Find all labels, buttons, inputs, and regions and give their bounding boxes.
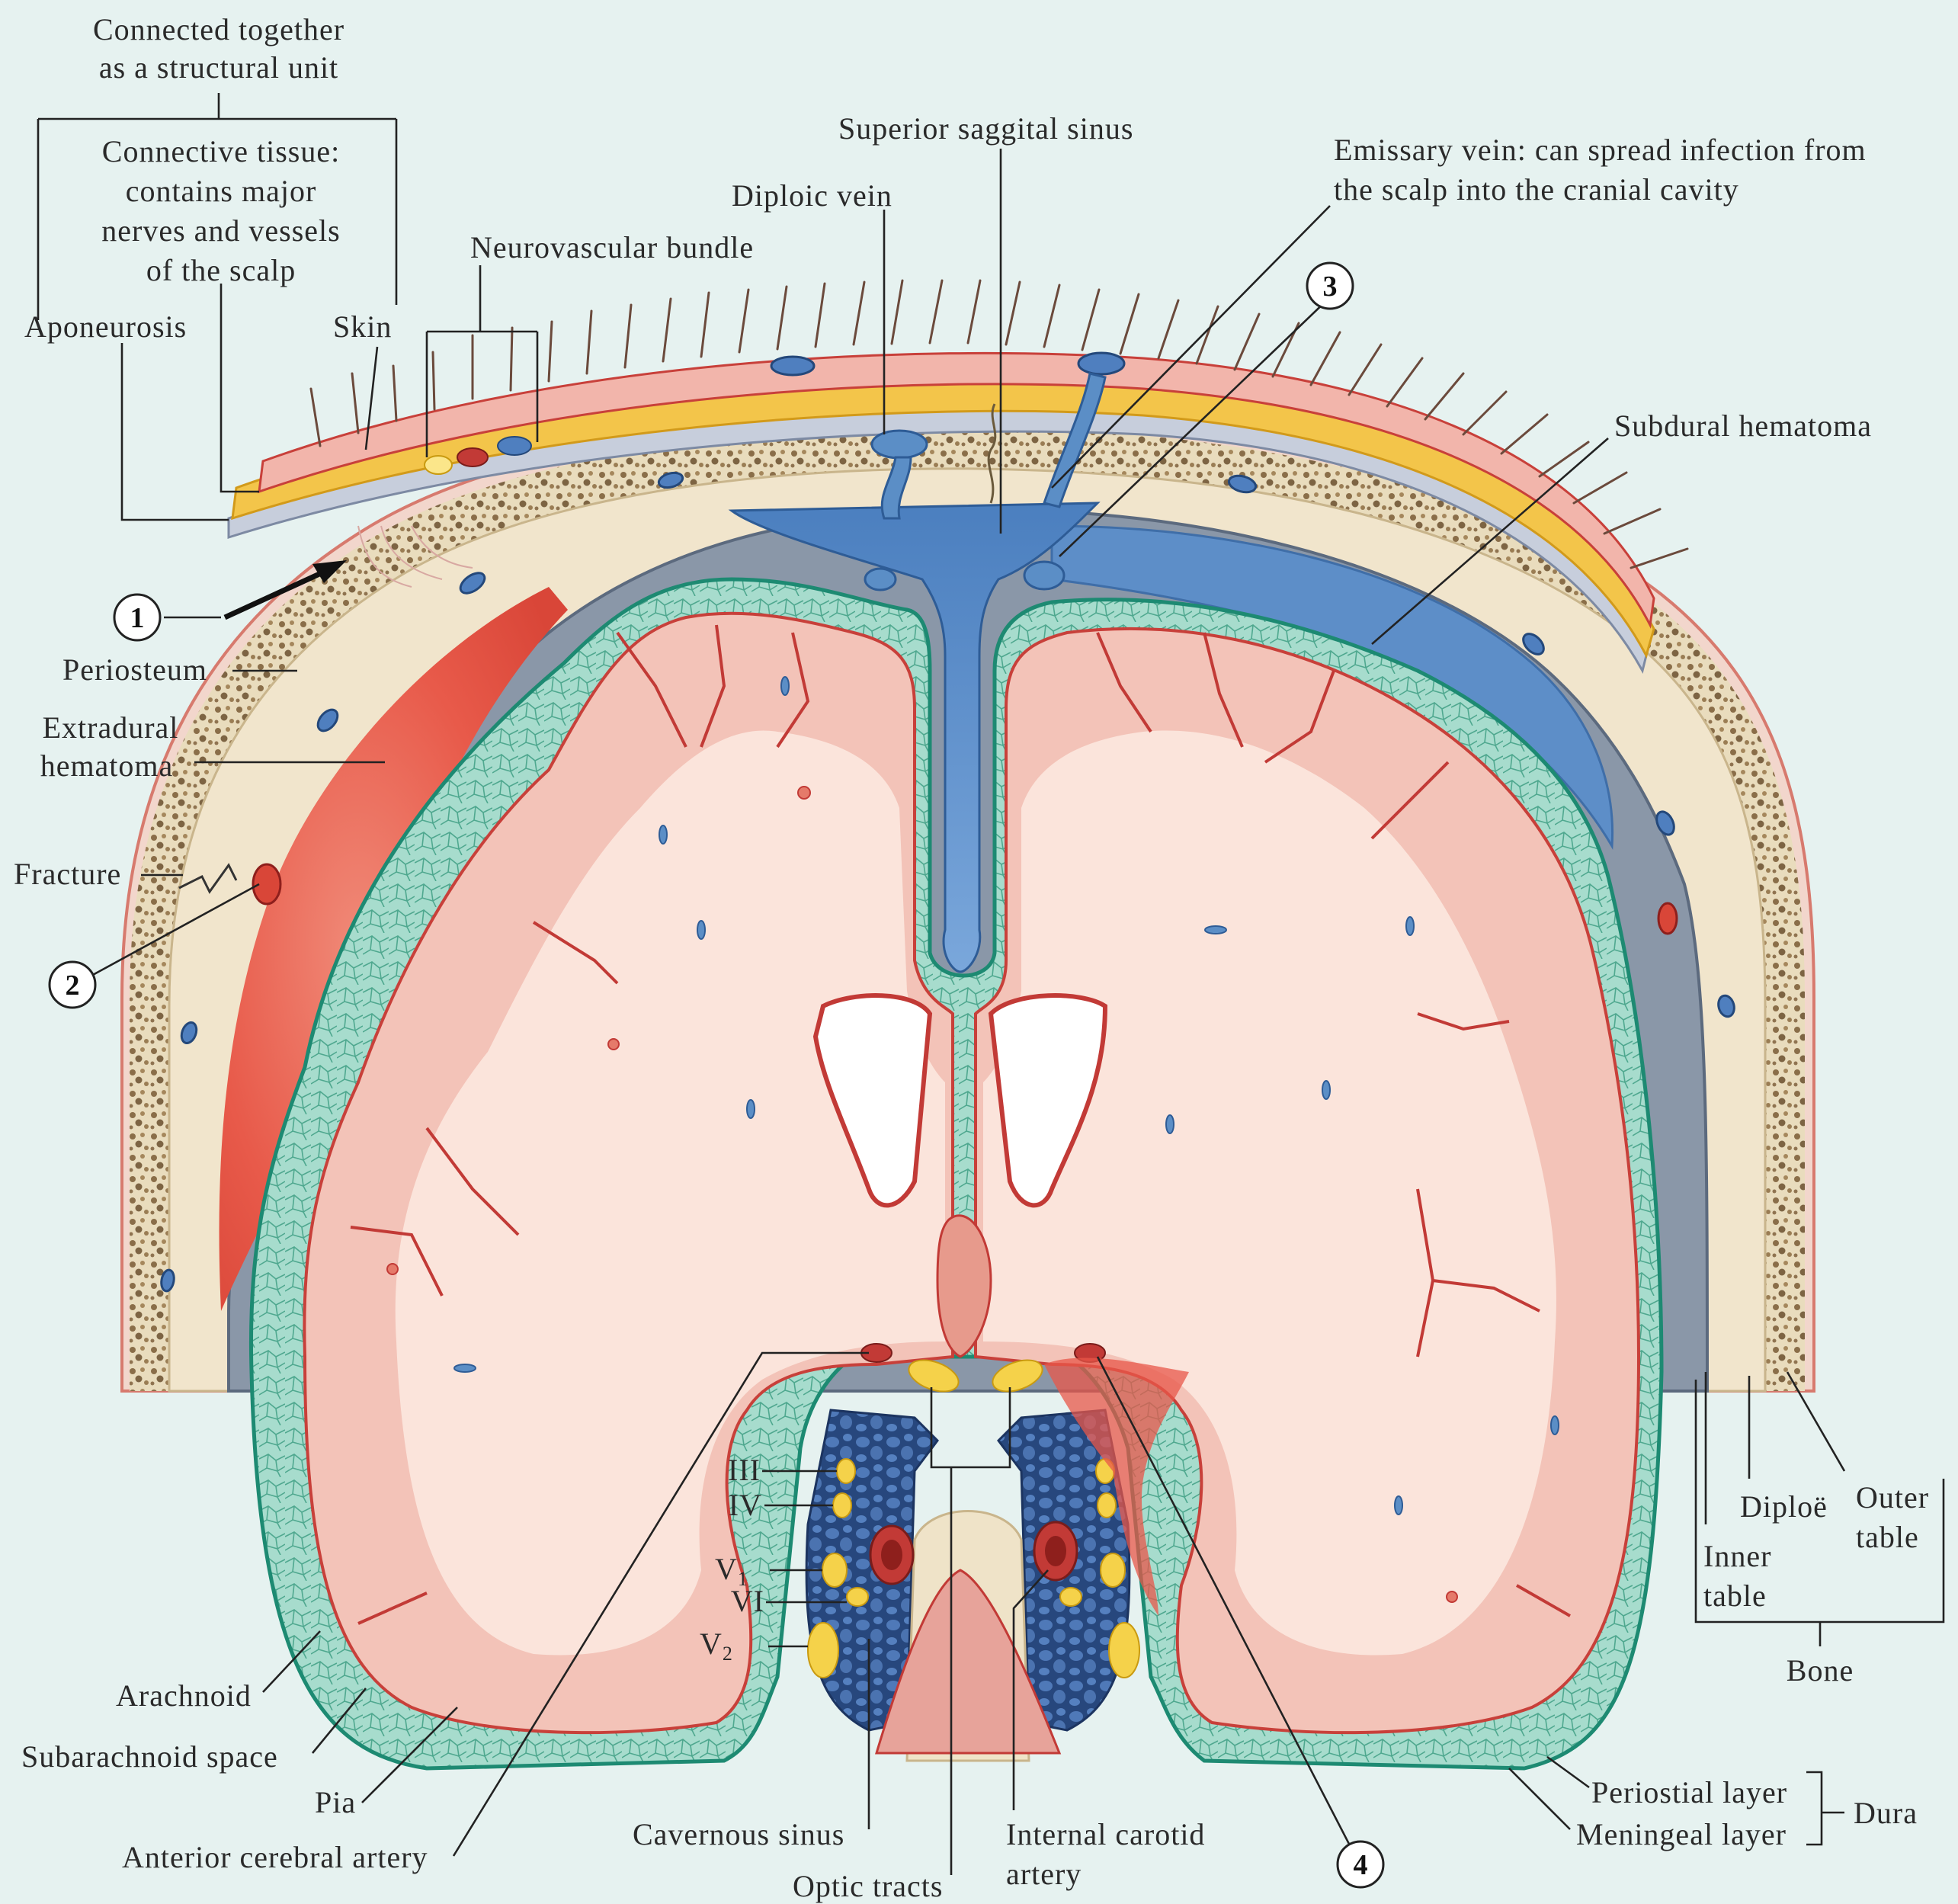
label-inner-table-2: table [1703, 1579, 1767, 1613]
label-periostial-layer: Periostial layer [1591, 1775, 1787, 1809]
svg-text:1: 1 [130, 602, 145, 634]
label-connected-2: as a structural unit [99, 50, 338, 85]
label-meningeal-layer: Meningeal layer [1576, 1817, 1787, 1851]
marker-4: 4 [1338, 1841, 1383, 1887]
label-connective-1: Connective tissue: [102, 134, 340, 168]
label-connective-4: of the scalp [146, 253, 296, 287]
marker-2: 2 [50, 962, 95, 1008]
label-internal-carotid-2: artery [1006, 1857, 1082, 1891]
label-subdural: Subdural hematoma [1614, 409, 1872, 443]
label-nerve-vi: VI [731, 1584, 764, 1618]
label-aponeurosis: Aponeurosis [24, 309, 187, 344]
label-connective-2: contains major [126, 174, 317, 208]
label-superior-sinus: Superior saggital sinus [838, 111, 1133, 146]
svg-text:3: 3 [1323, 271, 1338, 303]
label-diploic-vein: Diploic vein [732, 178, 892, 213]
label-skin: Skin [333, 309, 392, 344]
label-inner-table-1: Inner [1703, 1539, 1771, 1573]
label-nerve-iii: III [728, 1453, 761, 1487]
label-optic: Optic tracts [793, 1869, 944, 1903]
label-fracture: Fracture [14, 857, 121, 891]
svg-text:2: 2 [66, 970, 80, 1002]
marker-1: 1 [114, 595, 160, 640]
label-bone: Bone [1787, 1653, 1854, 1688]
label-extradural-1: Extradural [43, 710, 179, 745]
bone-artery-right [1658, 903, 1677, 934]
label-emissary-1: Emissary vein: can spread infection from [1334, 133, 1867, 167]
label-extradural-2: hematoma [40, 748, 174, 783]
label-arachnoid: Arachnoid [116, 1678, 252, 1713]
label-periosteum: Periosteum [62, 652, 207, 687]
label-subarachnoid: Subarachnoid space [21, 1739, 278, 1774]
svg-text:4: 4 [1354, 1849, 1368, 1881]
label-emissary-2: the scalp into the cranial cavity [1334, 172, 1739, 207]
label-dura: Dura [1854, 1796, 1918, 1830]
label-connected-1: Connected together [93, 12, 344, 46]
label-cavernous: Cavernous sinus [633, 1817, 844, 1851]
label-connective-3: nerves and vessels [101, 213, 340, 248]
label-internal-carotid-1: Internal carotid [1006, 1817, 1205, 1851]
label-diploe: Diploë [1740, 1489, 1828, 1524]
label-outer-table-1: Outer [1856, 1480, 1929, 1515]
label-pia: Pia [315, 1785, 356, 1819]
marker-3: 3 [1307, 263, 1353, 309]
label-anterior-cerebral: Anterior cerebral artery [122, 1840, 428, 1874]
label-outer-table-2: table [1856, 1520, 1919, 1554]
label-nerve-iv: IV [729, 1488, 762, 1522]
label-neurovascular: Neurovascular bundle [470, 230, 754, 264]
cavernous-sinus [806, 1410, 1139, 1761]
